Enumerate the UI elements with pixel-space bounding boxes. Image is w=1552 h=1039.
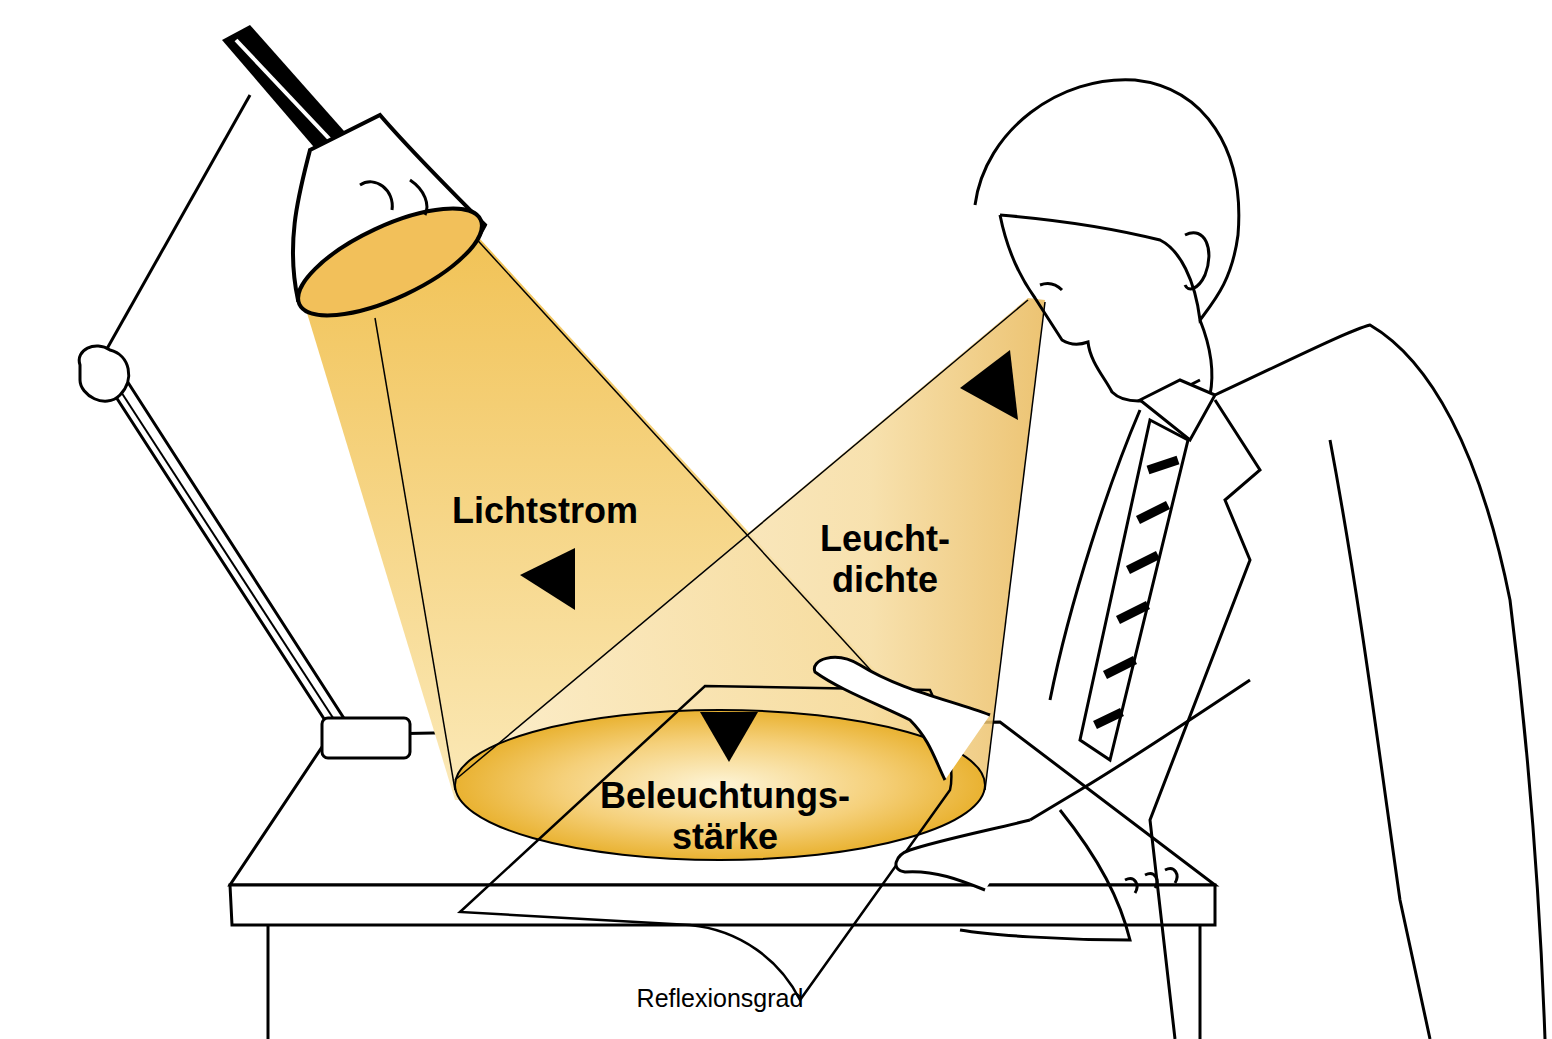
direction-triangle	[960, 350, 1018, 420]
buttons	[1125, 869, 1177, 893]
tie	[1080, 420, 1188, 760]
lamp-opening	[284, 187, 496, 337]
sleeve	[1030, 680, 1250, 820]
man-figure	[814, 80, 1545, 1039]
quantity-label: Leucht- dichte	[790, 518, 980, 601]
hair	[975, 80, 1239, 320]
neck	[1200, 320, 1212, 395]
desk-leg	[267, 925, 270, 1039]
cone-edge	[470, 232, 930, 735]
suit-lapel	[1050, 400, 1260, 1039]
face-profile	[1000, 215, 1200, 401]
suit-back	[1215, 325, 1545, 1039]
lamp-arm-highlight	[236, 40, 338, 148]
lamp-shade-detail	[360, 180, 427, 215]
caption-label: Reflexionsgrad	[580, 984, 860, 1013]
direction-triangle	[520, 548, 575, 610]
tie-stripes	[1095, 460, 1178, 725]
hand-back	[814, 657, 990, 780]
view-cone	[460, 298, 1045, 790]
lamp-knob	[79, 346, 129, 401]
view-edge	[455, 300, 1028, 780]
illuminance-area	[455, 710, 985, 860]
eye	[1040, 284, 1062, 290]
ear	[1185, 233, 1209, 289]
suit-arm-back	[1330, 440, 1430, 1039]
desk-leg	[1199, 925, 1202, 1039]
lamp-stand	[105, 370, 345, 728]
direction-triangle	[700, 712, 758, 762]
paper-sheet	[460, 686, 951, 1000]
hand-front	[896, 820, 1030, 890]
lamp-stand-line	[112, 378, 337, 724]
lamp-wire	[95, 95, 250, 370]
quantity-label: Beleuchtungs- stärke	[570, 775, 880, 858]
quantity-label: Lichtstrom	[420, 490, 670, 531]
lamp-base	[322, 718, 410, 758]
desk-edge	[230, 885, 1215, 925]
